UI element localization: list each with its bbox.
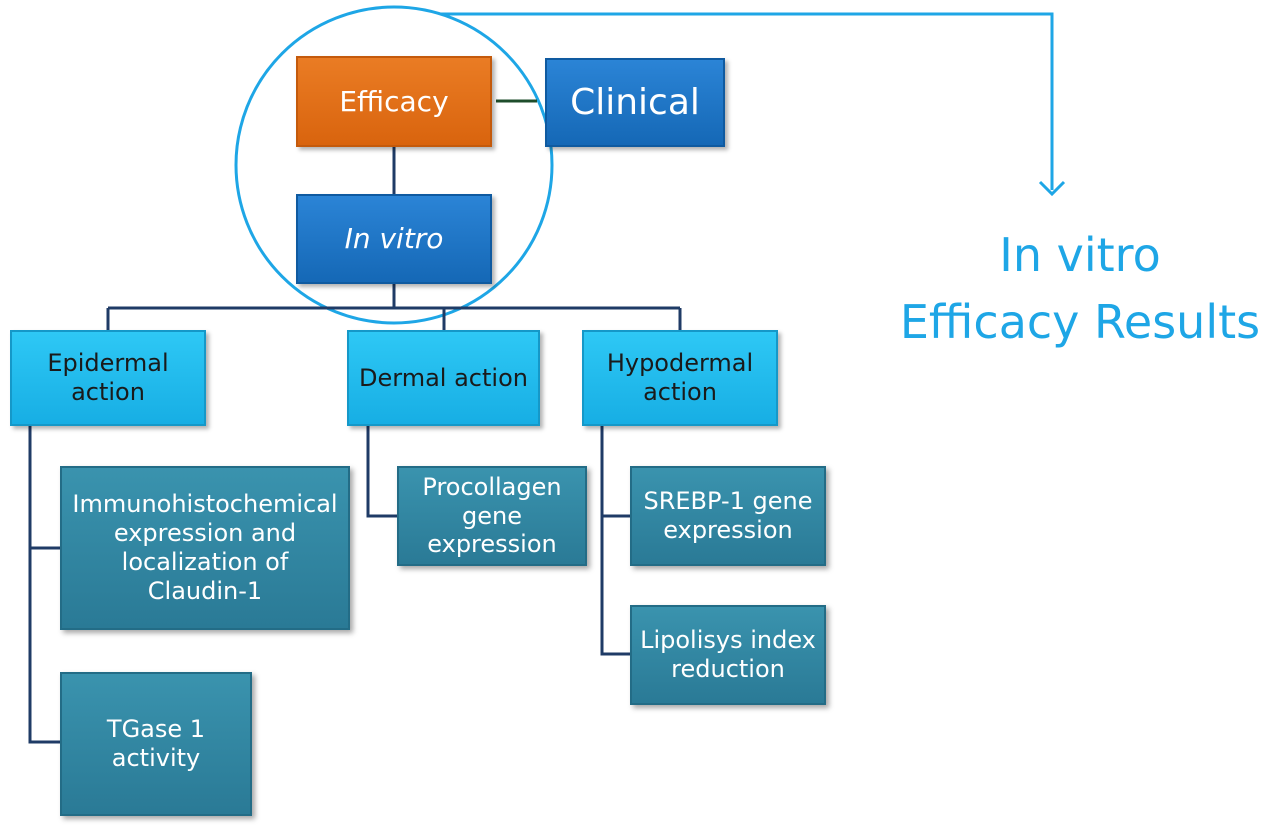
dermal-action-node: Dermal action (347, 330, 540, 426)
efficacy-label: Efficacy (339, 84, 449, 118)
epidermal-action-label: Epidermal action (47, 349, 169, 406)
hypodermal-action-node: Hypodermal action (582, 330, 778, 426)
procollagen-node: Procollagen gene expression (397, 466, 587, 566)
lipolisys-node: Lipolisys index reduction (630, 605, 826, 705)
srebp-node: SREBP-1 gene expression (630, 466, 826, 566)
lipolisys-label: Lipolisys index reduction (640, 626, 816, 683)
efficacy-node: Efficacy (296, 56, 492, 147)
srebp-label: SREBP-1 gene expression (643, 487, 813, 544)
callout-arrowhead (1038, 180, 1066, 197)
hypodermal-branch-connectors (600, 426, 630, 656)
claudin-expression-node: Immunohistochemical expression and local… (60, 466, 350, 630)
hypodermal-action-label: Hypodermal action (606, 349, 754, 406)
callout-line-1: In vitro (999, 228, 1161, 282)
callout-title: In vitro Efficacy Results (880, 222, 1265, 355)
callout-line-2: Efficacy Results (899, 294, 1261, 349)
epidermal-action-node: Epidermal action (10, 330, 206, 426)
tgase-activity-label: TGase 1 activity (106, 715, 206, 772)
in-vitro-node: In vitro (296, 194, 492, 284)
clinical-node: Clinical (545, 58, 725, 147)
callout-arrow (440, 12, 1054, 190)
dermal-branch-connectors (366, 426, 397, 518)
dermal-action-label: Dermal action (359, 363, 528, 392)
procollagen-label: Procollagen gene expression (422, 472, 562, 559)
claudin-expression-label: Immunohistochemical expression and local… (72, 490, 338, 605)
clinical-label: Clinical (570, 81, 700, 123)
tgase-activity-node: TGase 1 activity (60, 672, 252, 816)
in-vitro-label: In vitro (344, 222, 444, 256)
invitro-category-connectors (106, 284, 682, 330)
highlight-circle (234, 5, 554, 325)
epidermal-branch-connectors (28, 426, 60, 744)
